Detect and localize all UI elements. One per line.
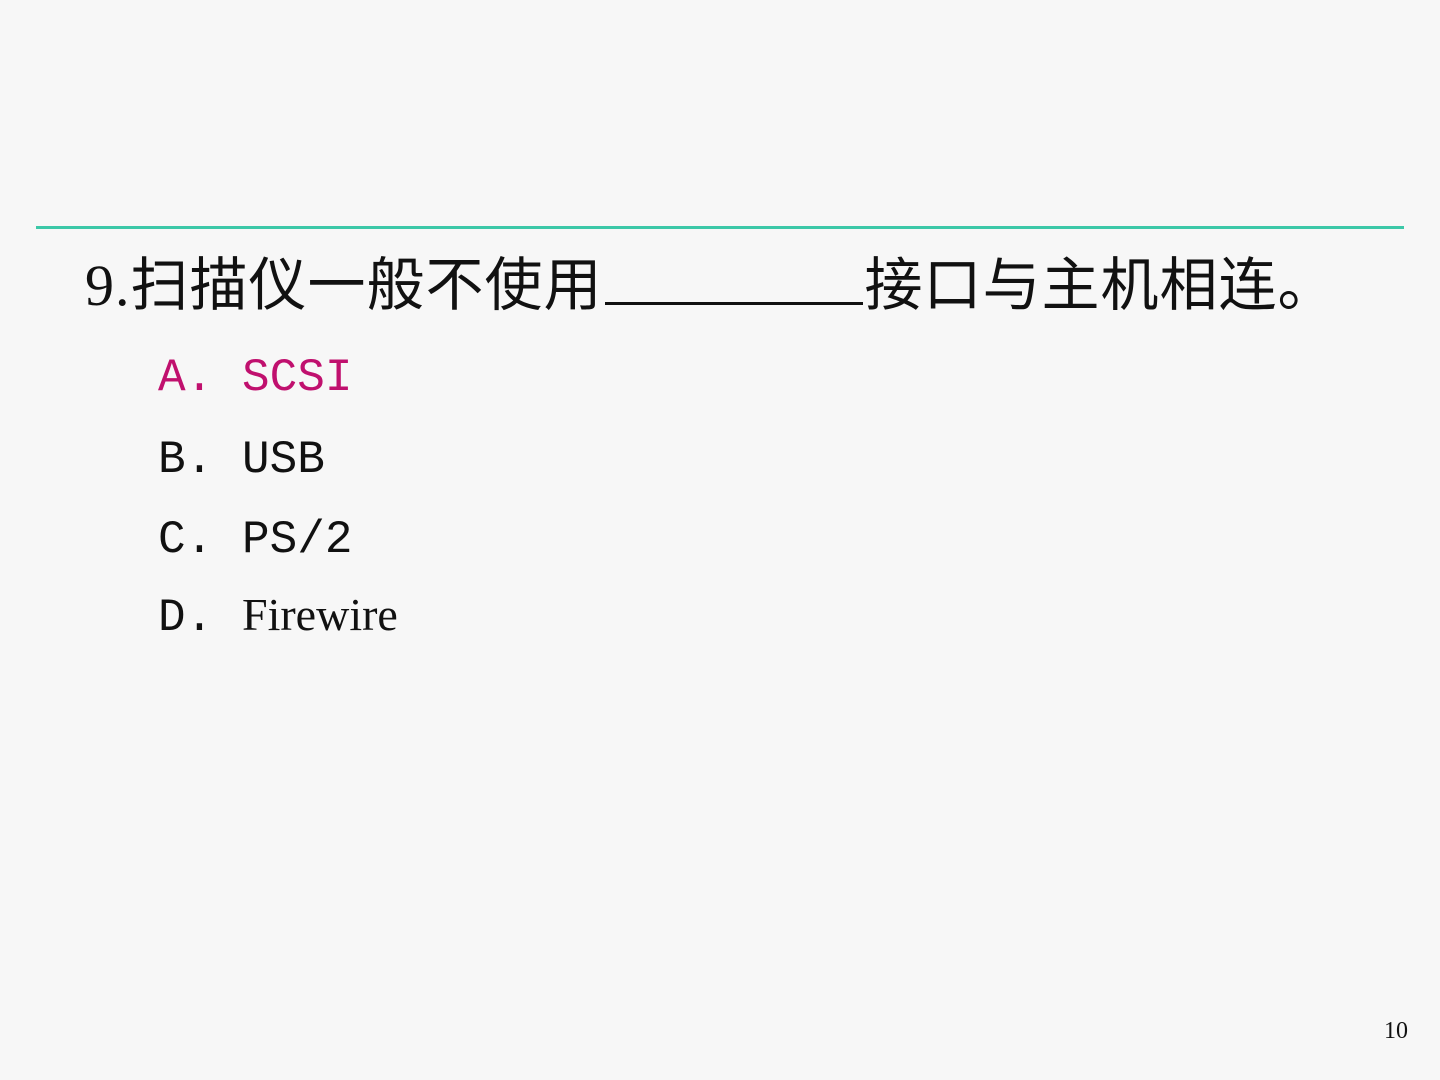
- option-label: B.: [158, 434, 214, 486]
- option-a: A. SCSI: [158, 347, 352, 406]
- option-label: A.: [158, 352, 214, 404]
- option-text: Firewire: [242, 589, 398, 640]
- option-text: SCSI: [242, 352, 353, 404]
- option-label: C.: [158, 514, 214, 566]
- question-prefix: 9.扫描仪一般不使用: [85, 253, 603, 318]
- option-label: D.: [158, 592, 214, 644]
- option-text: USB: [242, 434, 325, 486]
- question-suffix: 接口与主机相连。: [864, 253, 1337, 318]
- question-text: 9.扫描仪一般不使用 接口与主机相连。: [85, 250, 1337, 322]
- answer-blank: [604, 250, 863, 305]
- option-b: B. USB: [158, 429, 325, 488]
- title-divider: [36, 226, 1404, 229]
- option-d: D. Firewire: [158, 587, 398, 646]
- page-number: 10: [1384, 1018, 1408, 1044]
- option-text: PS/2: [242, 514, 353, 566]
- option-c: C. PS/2: [158, 509, 352, 568]
